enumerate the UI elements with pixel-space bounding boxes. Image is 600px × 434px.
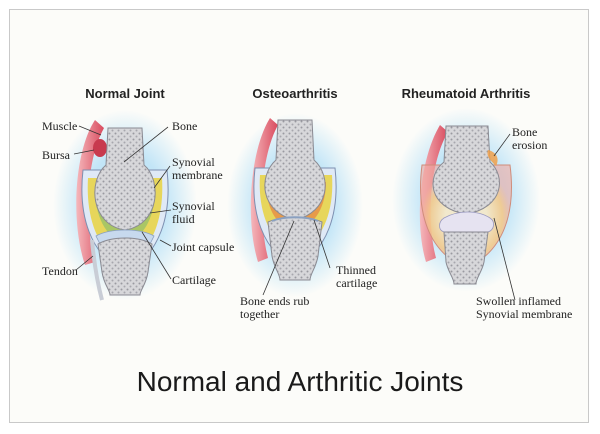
label-bone-erosion: Bone erosion	[512, 125, 548, 152]
heading-normal-joint: Normal Joint	[85, 86, 165, 101]
label-tendon: Tendon	[42, 264, 78, 278]
label-joint-capsule: Joint capsule	[172, 240, 235, 254]
label-muscle: Muscle	[42, 119, 78, 133]
bursa-shape	[93, 139, 107, 157]
tendon-shape	[90, 239, 104, 301]
muscle-shape	[76, 120, 104, 265]
label-cartilage: Cartilage	[172, 273, 216, 287]
label-bursa: Bursa	[42, 148, 70, 162]
normal-joint-illustration	[53, 110, 197, 301]
osteoarthritis-illustration	[227, 113, 363, 297]
rheumatoid-arthritis-illustration	[392, 108, 540, 292]
lower-bone-shape	[97, 237, 153, 296]
leader-lines	[73, 125, 516, 301]
heading-rheumatoid-arthritis: Rheumatoid Arthritis	[401, 86, 531, 101]
page-title: Normal and Arthritic Joints	[136, 366, 464, 397]
label-bone: Bone	[172, 119, 198, 133]
label-synovial-membrane: Synovial membrane	[172, 155, 223, 182]
label-swollen-inflamed-synovial-membrane: Swollen inflamed Synovial membrane	[476, 294, 573, 321]
label-thinned-cartilage: Thinned cartilage	[336, 263, 378, 290]
label-synovial-fluid: Synovial fluid	[172, 199, 215, 226]
heading-osteoarthritis: Osteoarthritis	[252, 86, 338, 101]
label-bone-ends-rub-together: Bone ends rub together	[240, 294, 310, 321]
